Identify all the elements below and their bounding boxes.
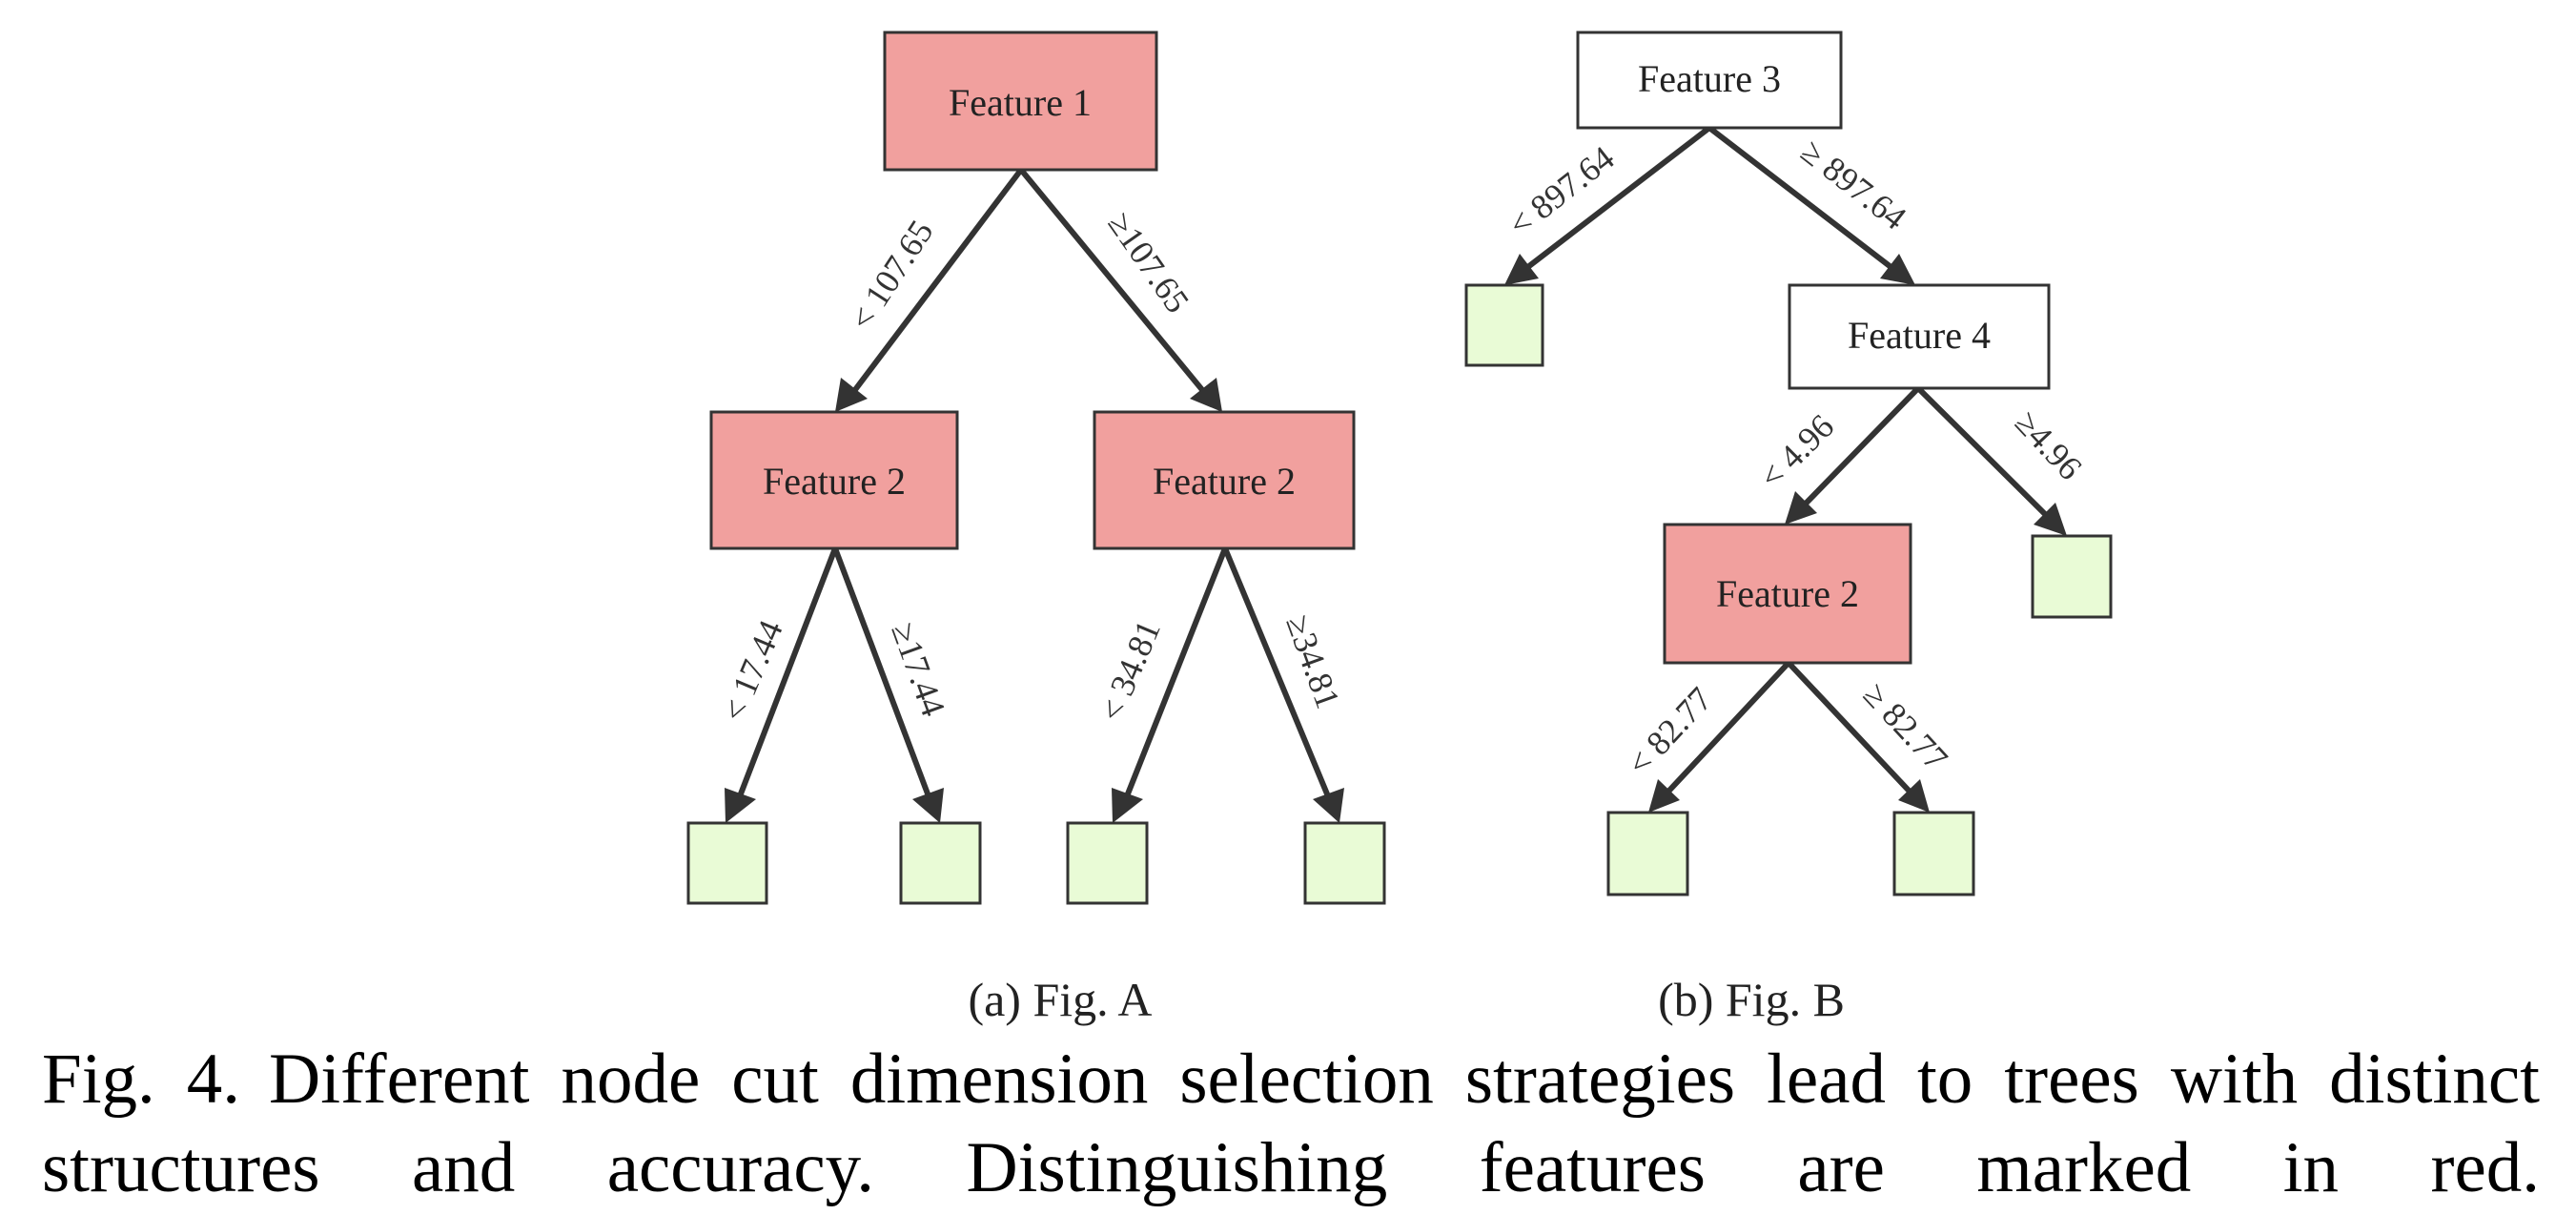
- arrowhead: [1504, 254, 1539, 285]
- leaf-a-2: [899, 821, 982, 905]
- edge-a-right-right: [1222, 546, 1331, 798]
- edge-a-left-right: [832, 546, 931, 798]
- edge-label-b-root-left: < 897.64: [1502, 138, 1622, 244]
- leaf-b-3: [1606, 811, 1689, 896]
- arrowhead: [725, 788, 756, 823]
- arrowhead: [1190, 378, 1222, 412]
- leaf-a-4: [1303, 821, 1386, 905]
- node-b-mid-label: Feature 4: [1848, 314, 1991, 357]
- arrowhead: [1898, 779, 1930, 813]
- node-b-low-label: Feature 2: [1716, 572, 1859, 615]
- edge-label-a-root-left: < 107.65: [842, 214, 940, 337]
- node-a-left-label: Feature 2: [763, 460, 906, 503]
- edge-label-a-left-left: < 17.44: [714, 615, 790, 727]
- tree-a: Feature 1 Feature 2 Feature 2 < 107.65 ≥…: [686, 31, 1386, 1026]
- edge-a-root-left: [851, 168, 1024, 393]
- tree-b: Feature 3 Feature 4 Feature 2 < 897.64 ≥…: [1464, 31, 2113, 1026]
- node-b-root: [1576, 31, 1843, 130]
- edge-a-right-left: [1124, 546, 1228, 798]
- edge-b-mid-left: [1801, 385, 1921, 508]
- arrowhead: [1648, 779, 1680, 813]
- leaf-b-1: [1464, 283, 1544, 367]
- edge-a-left-left: [737, 546, 838, 798]
- caption-figure-number: Fig. 4.: [42, 1040, 241, 1119]
- leaf-b-4: [1892, 811, 1975, 896]
- arrowhead: [1112, 788, 1143, 823]
- edge-label-b-root-right: ≥ 897.64: [1794, 132, 1913, 237]
- subcaption-a: (a) Fig. A: [968, 973, 1152, 1026]
- subcaption-b: (b) Fig. B: [1658, 973, 1845, 1026]
- leaf-b-2: [2031, 534, 2113, 619]
- arrowhead: [912, 788, 944, 823]
- figure-caption: Fig. 4.Different node cut dimension sele…: [42, 1035, 2540, 1212]
- edge-b-root-left: [1523, 125, 1711, 272]
- node-a-root-label: Feature 1: [949, 81, 1092, 124]
- edge-b-mid-right: [1915, 385, 2051, 520]
- edge-label-b-low-left: < 82.77: [1620, 680, 1719, 783]
- edge-label-b-low-right: ≥ 82.77: [1856, 675, 1955, 778]
- edge-label-b-mid-right: ≥4.96: [2008, 403, 2090, 487]
- leaf-a-3: [1066, 821, 1149, 905]
- node-a-left: [709, 410, 959, 550]
- arrowhead: [1880, 254, 1915, 285]
- arrowhead: [1785, 491, 1817, 525]
- edge-label-a-right-left: < 34.81: [1092, 615, 1168, 727]
- node-a-right: [1093, 410, 1356, 550]
- edge-b-low-right: [1786, 660, 1914, 796]
- edge-b-root-right: [1707, 125, 1895, 272]
- leaf-a-1: [686, 821, 768, 905]
- node-b-mid: [1788, 283, 2051, 390]
- arrowhead: [1313, 788, 1344, 823]
- arrowhead: [835, 378, 868, 412]
- edge-a-root-right: [1018, 168, 1206, 393]
- edge-label-a-root-right: ≥107.65: [1100, 205, 1196, 319]
- edge-b-low-left: [1664, 660, 1791, 796]
- arrowhead: [2034, 503, 2067, 536]
- node-b-low: [1663, 523, 1912, 665]
- node-b-root-label: Feature 3: [1638, 57, 1781, 100]
- node-a-root: [883, 31, 1158, 172]
- node-a-right-label: Feature 2: [1153, 460, 1296, 503]
- caption-text: Different node cut dimension selection s…: [42, 1040, 2540, 1207]
